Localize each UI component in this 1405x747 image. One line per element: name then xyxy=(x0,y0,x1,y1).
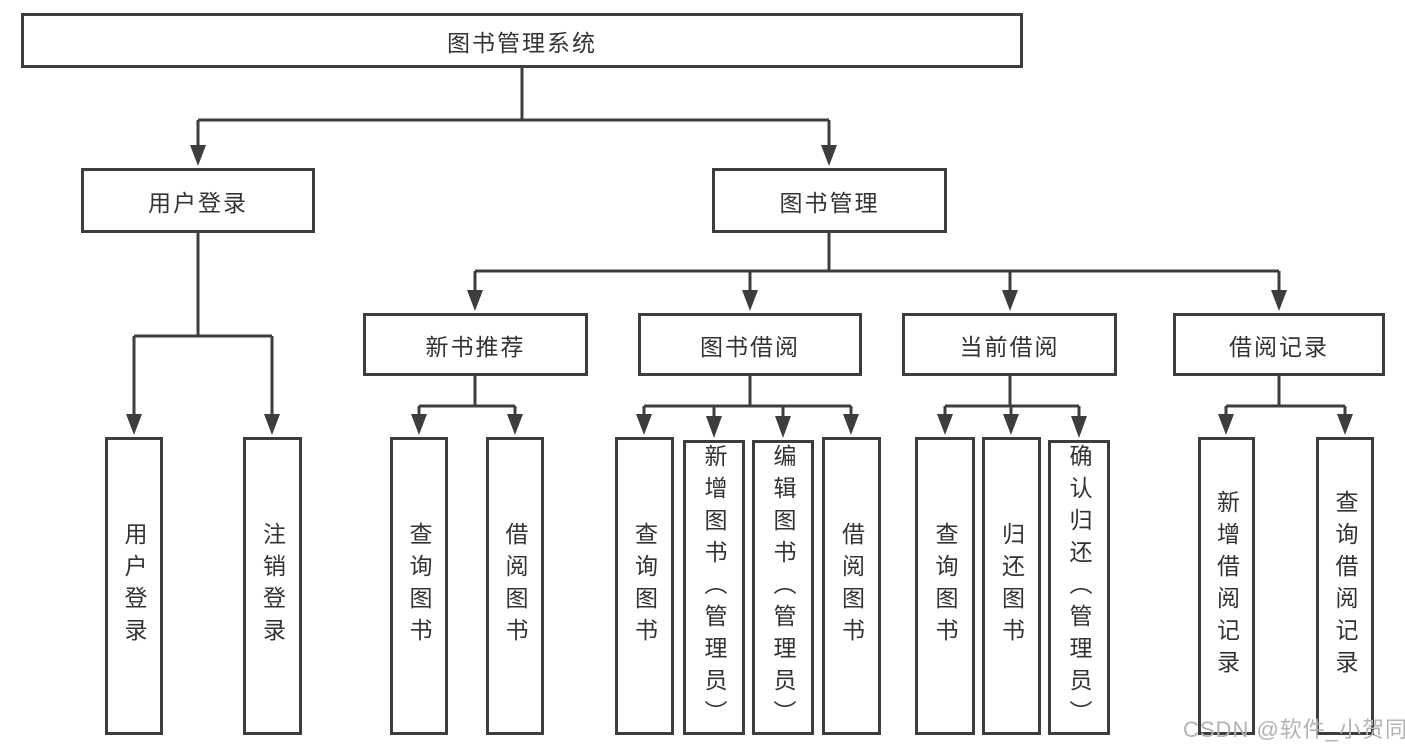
leaf-user-login: 用户登录 xyxy=(105,437,163,735)
leaf-return-books: 归还图书 xyxy=(982,437,1041,735)
node-current-borrow: 当前借阅 xyxy=(902,313,1117,376)
leaf-query-borrow-record: 查询借阅记录 xyxy=(1316,437,1374,735)
node-borrow-records: 借阅记录 xyxy=(1173,313,1385,376)
leaf-logout: 注销登录 xyxy=(243,437,302,735)
leaf-edit-books-admin: 编辑图书（管理员） xyxy=(752,440,814,735)
leaf-add-borrow-record: 新增借阅记录 xyxy=(1198,437,1255,735)
leaf-query-books: 查询图书 xyxy=(615,437,674,735)
leaf-query-books: 查询图书 xyxy=(915,437,975,735)
node-book-borrow: 图书借阅 xyxy=(638,313,862,376)
node-book-management: 图书管理 xyxy=(712,168,947,233)
leaf-borrow-books: 借阅图书 xyxy=(486,437,544,735)
node-new-book-recommend: 新书推荐 xyxy=(363,313,588,376)
leaf-query-books: 查询图书 xyxy=(390,437,448,735)
leaf-add-books-admin: 新增图书（管理员） xyxy=(683,440,745,735)
node-root: 图书管理系统 xyxy=(21,13,1023,68)
leaf-confirm-return-admin: 确认归还（管理员） xyxy=(1048,440,1110,735)
csdn-watermark: CSDN @软件_小贺同学 xyxy=(1183,717,1405,742)
leaf-borrow-books: 借阅图书 xyxy=(822,437,881,735)
node-user-login: 用户登录 xyxy=(81,168,315,233)
